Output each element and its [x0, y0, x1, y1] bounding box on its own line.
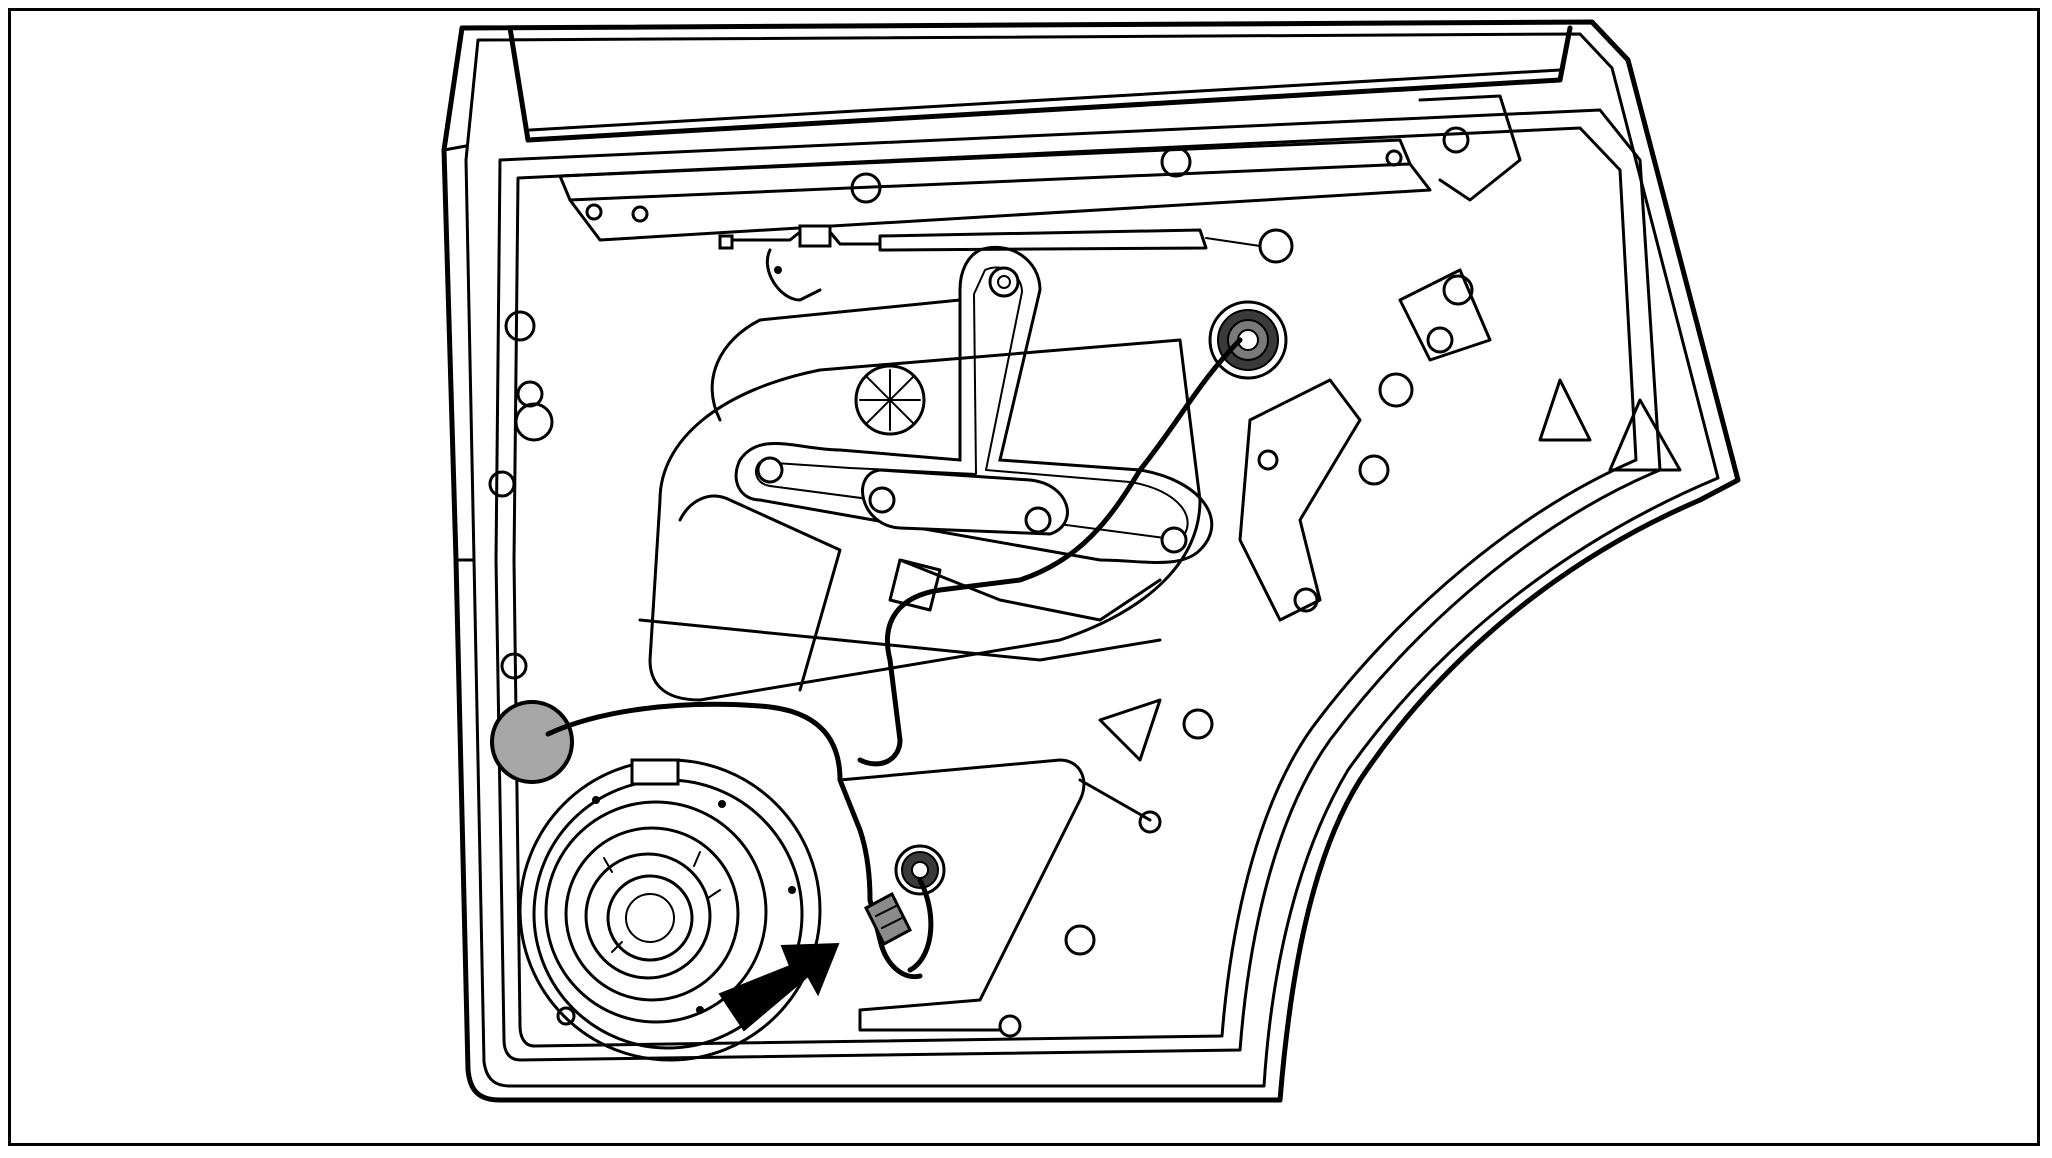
release-cable — [718, 224, 1294, 302]
right-brackets — [1238, 268, 1682, 622]
lower-panel-bracket — [838, 698, 1162, 1032]
left-grommet — [490, 700, 574, 784]
speaker-wire — [545, 701, 923, 980]
regulator-wire — [857, 337, 1243, 767]
lower-grommet — [894, 844, 946, 973]
regulator-inner-bar — [861, 468, 1069, 536]
regulator-lower-structure — [638, 298, 1202, 702]
speaker — [518, 758, 822, 1062]
window-regulator-plate — [734, 245, 1214, 564]
speaker-wiring-connector — [864, 891, 912, 947]
connector-arrow — [718, 942, 840, 1032]
window-opening — [507, 25, 1573, 143]
upper-grommet — [1208, 300, 1288, 380]
door-outer-shell — [441, 19, 1741, 1103]
upper-rail — [558, 94, 1522, 242]
mounting-holes — [488, 126, 1474, 1038]
inner-panel-outline — [494, 108, 1662, 1062]
